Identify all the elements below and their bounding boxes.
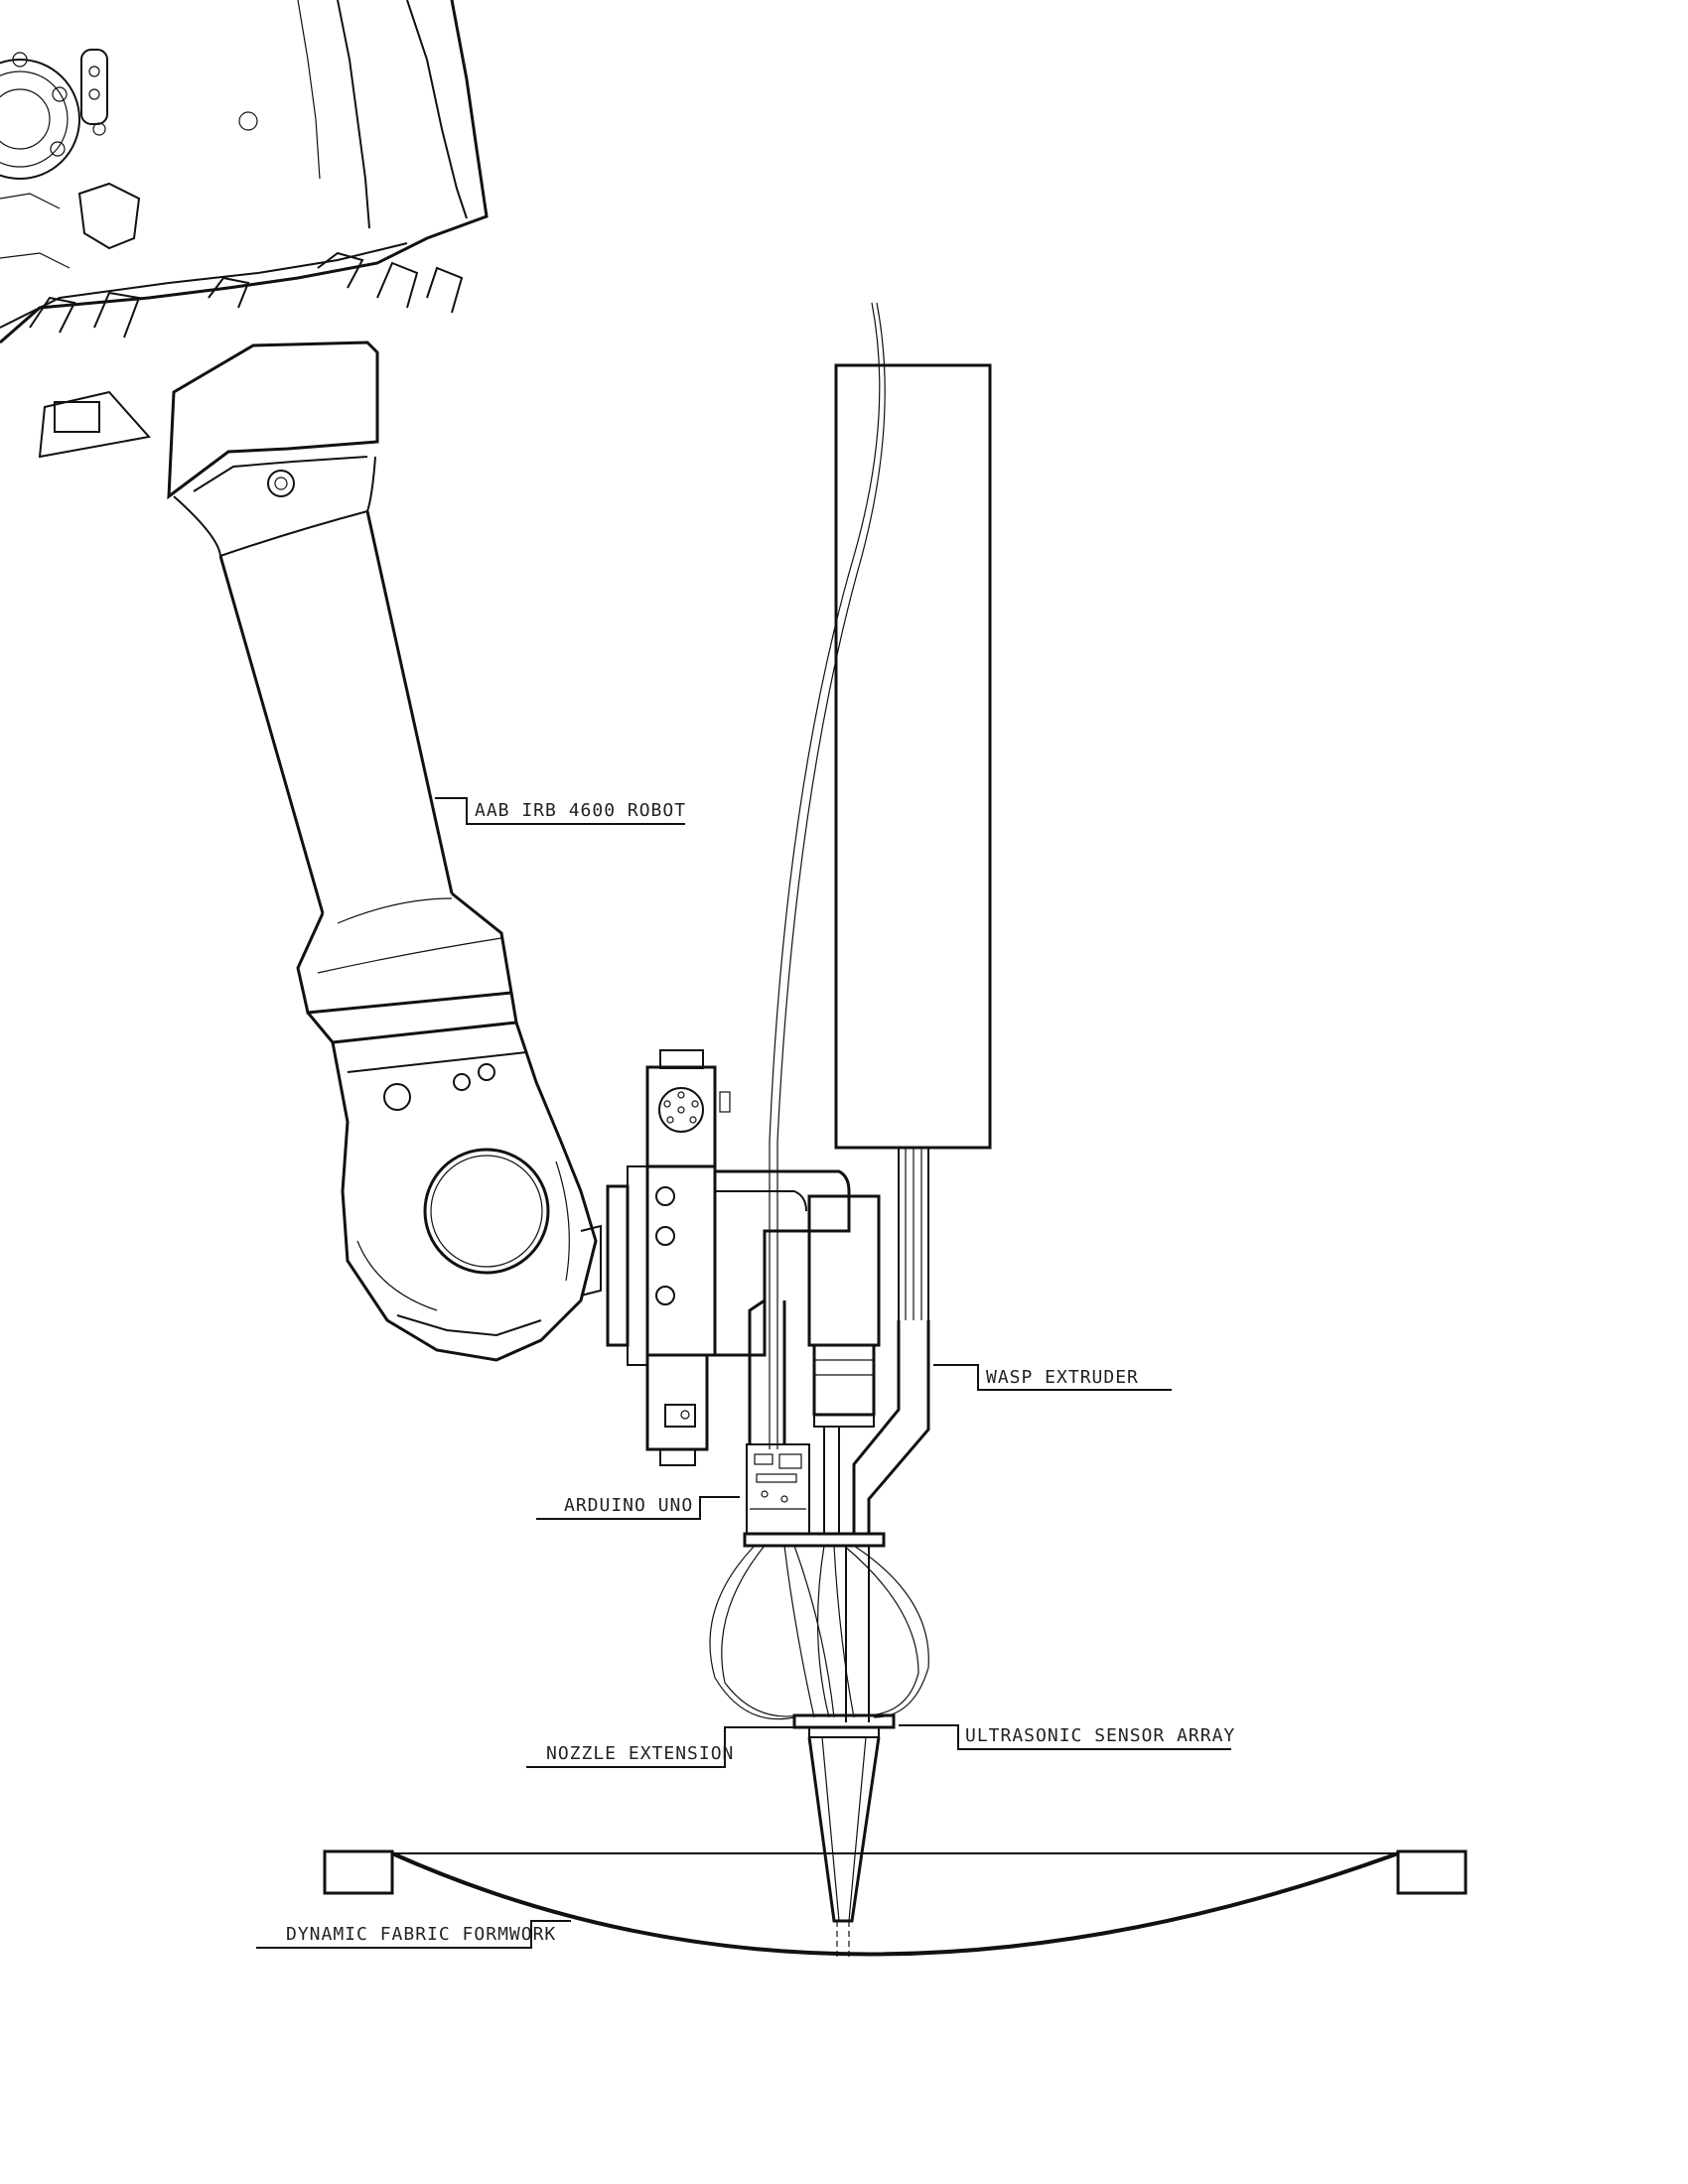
callout-sensor-label: ULTRASONIC SENSOR ARRAY [965,1725,1235,1746]
callout-robot: AAB IRB 4600 ROBOT [435,797,686,825]
callout-extruder-label: WASP EXTRUDER [986,1367,1139,1388]
robot-upper-arm [167,341,513,1015]
tool-mount-assembly [606,1049,851,1466]
callout-extruder: WASP EXTRUDER [933,1364,1172,1391]
callout-nozzle: NOZZLE EXTENSION [526,1726,804,1768]
arduino-board [709,1443,929,1720]
callout-formwork: DYNAMIC FABRIC FORMWORK [256,1920,571,1949]
callout-formwork-label: DYNAMIC FABRIC FORMWORK [286,1924,556,1945]
wasp-extruder [769,302,992,1534]
callout-robot-label: AAB IRB 4600 ROBOT [475,800,686,821]
callout-sensor: ULTRASONIC SENSOR ARRAY [899,1724,1235,1750]
robot-wrist [306,992,602,1362]
callout-arduino-label: ARDUINO UNO [564,1495,693,1516]
fabric-formwork [323,1849,1468,1957]
callout-nozzle-label: NOZZLE EXTENSION [546,1743,734,1764]
callout-arduino: ARDUINO UNO [536,1495,740,1520]
nozzle-extension [792,1546,896,1961]
robot-body [0,0,489,459]
